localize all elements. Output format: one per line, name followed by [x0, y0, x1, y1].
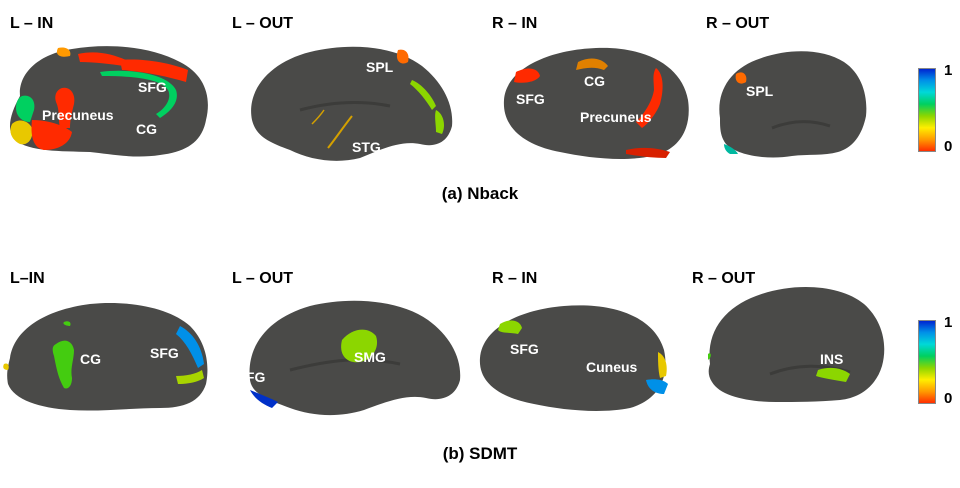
region-label-sfg: SFG	[516, 91, 545, 107]
view-title-l-out: L – OUT	[232, 270, 294, 287]
view-title-r-out: R – OUT	[706, 15, 770, 32]
brain-l-in: CG SFG	[3, 302, 208, 411]
brain-r-out: INS	[708, 286, 885, 402]
view-title-r-in: R – IN	[492, 270, 538, 287]
caption-b: (b) SDMT	[442, 444, 518, 463]
caption-a: (a) Nback	[441, 184, 519, 203]
region-label-cg: CG	[584, 73, 605, 89]
colorbar-a-min: 0	[944, 138, 953, 155]
region-label-precuneus: Precuneus	[42, 107, 114, 123]
region-label-smg: SMG	[354, 349, 386, 365]
view-title-l-in: L – IN	[10, 15, 54, 32]
brain-l-in: Precuneus SFG CG	[9, 46, 208, 157]
colorbar-a-max: 1	[944, 62, 953, 79]
region-label-sfg: SFG	[510, 341, 539, 357]
region-label-sfg: SFG	[150, 345, 179, 361]
colorbar-b-min: 0	[944, 390, 953, 407]
region-label-ifg: IFG	[242, 369, 265, 385]
region-label-cg: CG	[136, 121, 157, 137]
colorbar-b-max: 1	[944, 314, 953, 331]
panel-nback: L – IN L – OUT R – IN R – OUT Precuneus …	[0, 0, 960, 216]
region-label-stg: STG	[352, 139, 381, 155]
region-label-spl: SPL	[746, 83, 774, 99]
region-label-cg: CG	[80, 351, 101, 367]
brain-l-out: SMG IFG	[242, 300, 461, 416]
brain-r-out: SPL	[719, 51, 867, 158]
region-label-sfg: SFG	[138, 79, 167, 95]
region-label-spl: SPL	[366, 59, 394, 75]
panel-sdmt: L–IN L – OUT R – IN R – OUT CG SFG SMG I…	[0, 258, 960, 474]
view-title-r-out: R – OUT	[692, 270, 756, 287]
brain-l-out: SPL STG	[251, 46, 453, 161]
brain-r-in: CG SFG Precuneus	[503, 47, 689, 159]
colorbar-a	[918, 68, 936, 152]
region-label-precuneus: Precuneus	[580, 109, 652, 125]
brain-r-in: SFG Cuneus	[479, 305, 668, 411]
view-title-l-in: L–IN	[10, 270, 45, 287]
view-title-r-in: R – IN	[492, 15, 538, 32]
region-label-cuneus: Cuneus	[586, 359, 638, 375]
view-title-l-out: L – OUT	[232, 15, 294, 32]
colorbar-b	[918, 320, 936, 404]
region-label-ins: INS	[820, 351, 843, 367]
